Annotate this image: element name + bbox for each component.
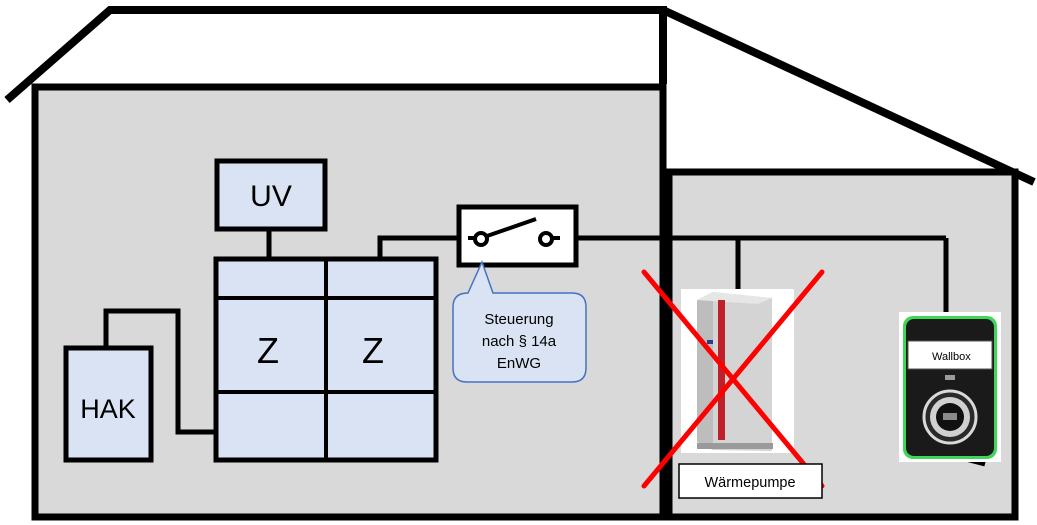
- control-switch: [456, 204, 579, 268]
- callout-line-3: EnWG: [497, 355, 541, 372]
- uv-label: UV: [250, 180, 292, 213]
- callout-line-2: nach § 14a: [482, 333, 557, 350]
- roof-main: [4, 6, 667, 104]
- heat-pump-removed-cross: [641, 269, 825, 489]
- wallbox-picture: Wallbox: [899, 312, 1001, 467]
- uv-distribution-box: UV: [214, 158, 328, 232]
- meter-cabinet: Z Z: [213, 256, 439, 463]
- roof-annex: [661, 6, 1036, 186]
- wire-hak-to-meter: [103, 308, 216, 435]
- heat-pump-label-box: Wärmepumpe: [678, 463, 823, 499]
- callout-line-1: Steuerung: [484, 311, 553, 328]
- meter-left-label: Z: [257, 330, 279, 371]
- wiring: [103, 229, 949, 435]
- meter-right-label: Z: [362, 330, 384, 371]
- heat-pump-label: Wärmepumpe: [704, 475, 795, 491]
- hak-box: HAK: [63, 345, 154, 463]
- control-callout: Steuerung nach § 14a EnWG: [452, 259, 587, 383]
- hak-label: HAK: [80, 394, 136, 424]
- wallbox-label: Wallbox: [932, 351, 971, 363]
- wire-meter-to-switch: [377, 235, 468, 259]
